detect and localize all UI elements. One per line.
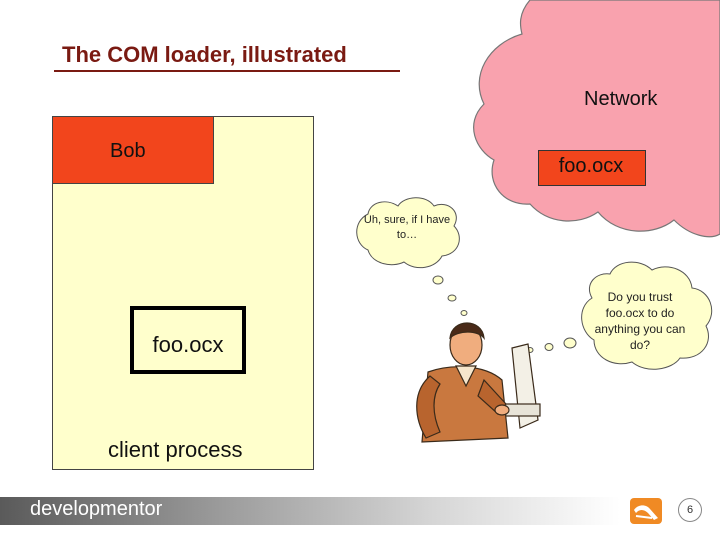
- question-thought-text: Do you trust foo.ocx to do anything you …: [594, 290, 686, 352]
- title-underline: [54, 70, 400, 72]
- remote-component-label: foo.ocx: [558, 155, 624, 177]
- user-thought-bubble: [356, 197, 460, 269]
- bob-box: [52, 116, 214, 184]
- user-thought-trail: [432, 275, 468, 316]
- question-thought-bubble: [581, 261, 713, 370]
- client-process-label: client process: [108, 437, 243, 462]
- local-component-box: [130, 306, 246, 374]
- remote-component-box: [538, 150, 646, 186]
- footer-bar: [0, 497, 620, 525]
- slide-title: The COM loader, illustrated: [62, 42, 347, 67]
- network-cloud-shape: [473, 0, 720, 238]
- footer-brand: developmentor: [30, 498, 163, 520]
- bob-label: Bob: [110, 140, 146, 162]
- user-thought-text: Uh, sure, if I have to…: [363, 214, 451, 241]
- person-at-computer-clipart: [416, 322, 541, 443]
- page-number: 6: [678, 498, 702, 522]
- network-label: Network: [584, 88, 658, 110]
- developmentor-logo-icon: [630, 498, 662, 524]
- question-thought-trail: [526, 337, 577, 353]
- local-component-label: foo.ocx: [152, 332, 224, 357]
